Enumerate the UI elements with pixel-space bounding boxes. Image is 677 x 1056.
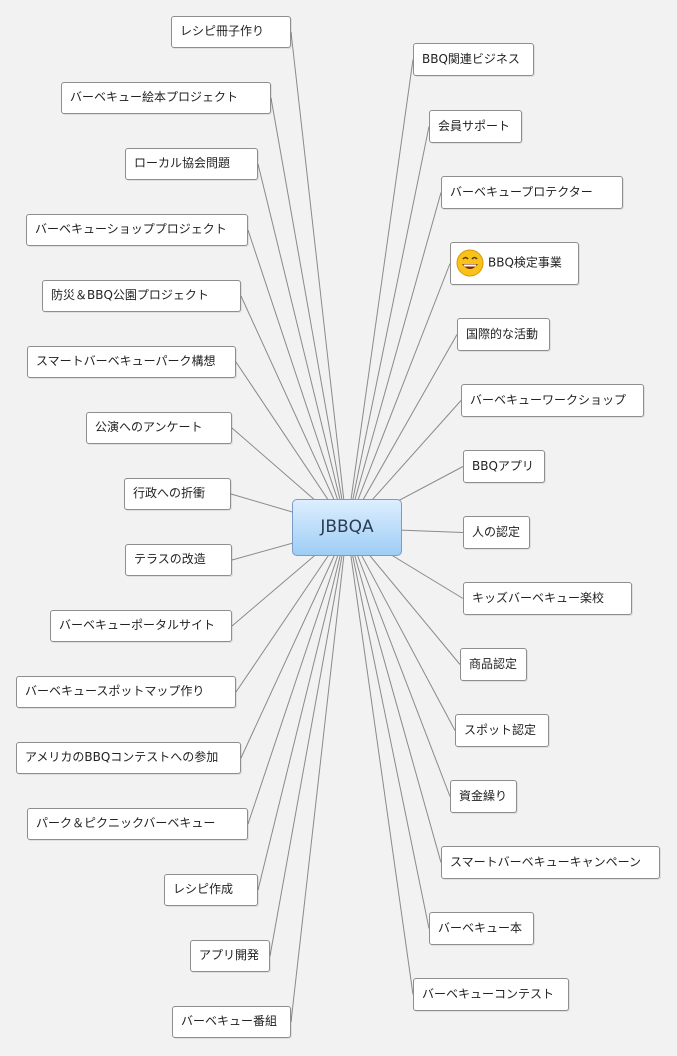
topic-label: 行政への折衝 xyxy=(133,486,206,500)
topic-us-contest[interactable]: アメリカのBBQコンテストへの参加 xyxy=(16,742,241,774)
topic-label: パーク＆ピクニックバーベキュー xyxy=(36,816,216,830)
connector-line xyxy=(257,163,348,529)
connector-line xyxy=(270,97,348,529)
topic-label: レシピ作成 xyxy=(173,882,234,896)
topic-bbq-workshop[interactable]: バーベキューワークショップ xyxy=(461,384,644,417)
topic-label: スマートバーベキューパーク構想 xyxy=(36,354,216,368)
topic-terrace[interactable]: テラスの改造 xyxy=(125,544,232,576)
topic-bbq-picture-book[interactable]: バーベキュー絵本プロジェクト xyxy=(61,82,271,114)
topic-label: 会員サポート xyxy=(438,119,511,133)
connector-line xyxy=(346,192,442,529)
connector-line xyxy=(257,527,348,891)
topic-label: バーベキュー本 xyxy=(438,921,523,935)
topic-label: BBQアプリ xyxy=(472,459,534,473)
topic-bbq-contest[interactable]: バーベキューコンテスト xyxy=(413,978,569,1011)
central-topic-label: JBBQA xyxy=(320,517,374,537)
topic-label: 資金繰り xyxy=(459,789,508,803)
connector-line xyxy=(240,527,348,759)
connector-line xyxy=(240,295,348,529)
topic-label: レシピ冊子作り xyxy=(180,24,265,38)
topic-bbq-shop-project[interactable]: バーベキューショッププロジェクト xyxy=(26,214,248,246)
connector-line xyxy=(346,527,414,995)
topic-label: テラスの改造 xyxy=(134,552,206,566)
topic-app-dev[interactable]: アプリ開発 xyxy=(190,940,270,972)
topic-spot-certification[interactable]: スポット認定 xyxy=(455,714,549,747)
topic-label: バーベキューコンテスト xyxy=(422,987,555,1001)
grinning-face-icon xyxy=(456,249,484,277)
topic-label: BBQ検定事業 xyxy=(488,255,562,270)
topic-portal-site[interactable]: バーベキューポータルサイト xyxy=(50,610,232,642)
topic-person-certification[interactable]: 人の認定 xyxy=(463,516,530,549)
topic-label: 国際的な活動 xyxy=(466,327,539,341)
topic-bbq-business[interactable]: BBQ関連ビジネス xyxy=(413,43,534,76)
topic-label: バーベキュー番組 xyxy=(181,1014,278,1028)
topic-label: キッズバーベキュー楽校 xyxy=(472,591,605,605)
topic-bbq-app[interactable]: BBQアプリ xyxy=(463,450,545,483)
topic-label: アプリ開発 xyxy=(199,948,260,962)
connector-line xyxy=(346,334,458,529)
connector-line xyxy=(269,527,348,957)
topic-label: アメリカのBBQコンテストへの参加 xyxy=(25,750,219,764)
connector-line xyxy=(290,31,348,529)
topic-label: 人の認定 xyxy=(472,525,521,539)
topic-label: バーベキュースポットマップ作り xyxy=(25,684,205,698)
topic-survey[interactable]: 公演へのアンケート xyxy=(86,412,232,444)
topic-bbq-certification-exam[interactable]: BBQ検定事業 xyxy=(450,242,579,285)
topic-government[interactable]: 行政への折衝 xyxy=(124,478,231,510)
topic-bbq-tv-show[interactable]: バーベキュー番組 xyxy=(172,1006,291,1038)
topic-smart-bbq-campaign[interactable]: スマートバーベキューキャンペーン xyxy=(441,846,660,879)
topic-label: スポット認定 xyxy=(464,723,537,737)
topic-label: 商品認定 xyxy=(469,657,518,671)
topic-park-picnic[interactable]: パーク＆ピクニックバーベキュー xyxy=(27,808,248,840)
connector-line xyxy=(346,527,430,929)
connector-line xyxy=(346,527,442,863)
connector-line xyxy=(346,126,430,529)
topic-local-association[interactable]: ローカル協会問題 xyxy=(125,148,258,180)
topic-bbq-protector[interactable]: バーベキュープロテクター xyxy=(441,176,623,209)
topic-product-certification[interactable]: 商品認定 xyxy=(460,648,527,681)
connector-line xyxy=(247,527,348,825)
topic-label: バーベキュー絵本プロジェクト xyxy=(70,90,239,104)
topic-smart-bbq-park[interactable]: スマートバーベキューパーク構想 xyxy=(27,346,236,378)
topic-bbq-book[interactable]: バーベキュー本 xyxy=(429,912,534,945)
topic-kids-bbq-school[interactable]: キッズバーベキュー楽校 xyxy=(463,582,632,615)
topic-recipe-creation[interactable]: レシピ作成 xyxy=(164,874,258,906)
topic-label-with-icon: BBQ検定事業 xyxy=(456,249,562,277)
connector-line xyxy=(346,263,451,529)
connector-line xyxy=(290,527,348,1023)
topic-label: バーベキューポータルサイト xyxy=(59,618,216,632)
topic-label: バーベキューワークショップ xyxy=(470,393,627,407)
connector-line xyxy=(346,527,456,731)
central-topic[interactable]: JBBQA xyxy=(292,499,402,556)
topic-label: 公演へのアンケート xyxy=(95,420,203,434)
topic-international[interactable]: 国際的な活動 xyxy=(457,318,550,351)
topic-label: スマートバーベキューキャンペーン xyxy=(450,855,642,869)
topic-label: バーベキューショッププロジェクト xyxy=(35,222,227,236)
topic-label: バーベキュープロテクター xyxy=(450,185,593,199)
topic-spot-map[interactable]: バーベキュースポットマップ作り xyxy=(16,676,236,708)
topic-label: 防災＆BBQ公園プロジェクト xyxy=(51,288,209,302)
topic-label: ローカル協会問題 xyxy=(134,156,231,170)
topic-label: BBQ関連ビジネス xyxy=(422,52,520,66)
connector-line xyxy=(247,229,348,529)
topic-disaster-bbq-park[interactable]: 防災＆BBQ公園プロジェクト xyxy=(42,280,241,312)
topic-member-support[interactable]: 会員サポート xyxy=(429,110,522,143)
connector-line xyxy=(346,59,414,529)
topic-funding[interactable]: 資金繰り xyxy=(450,780,517,813)
connector-line xyxy=(346,527,451,797)
topic-recipe-booklet[interactable]: レシピ冊子作り xyxy=(171,16,291,48)
